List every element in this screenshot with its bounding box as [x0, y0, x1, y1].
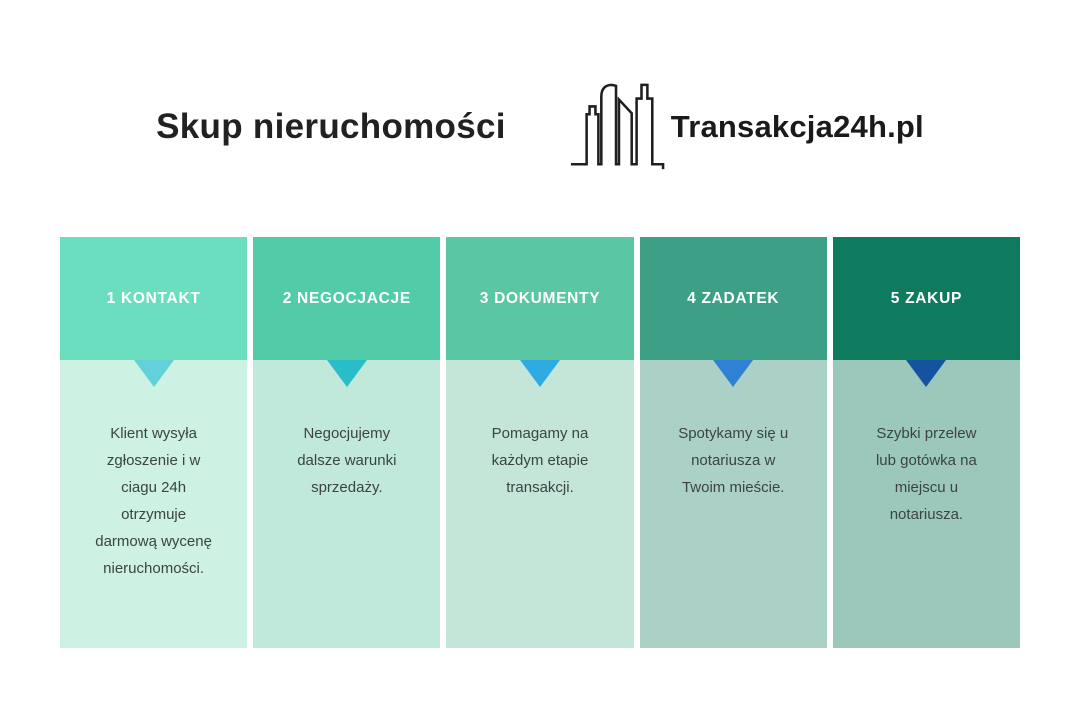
- step-label: 4 ZADATEK: [687, 289, 780, 307]
- step-column-5: 5 ZAKUP Szybki przelew lub gotówka na mi…: [832, 237, 1021, 648]
- step-body: Szybki przelew lub gotówka na miejscu u …: [832, 360, 1021, 648]
- step-description: Szybki przelew lub gotówka na miejscu u …: [875, 425, 977, 523]
- step-header: 2 NEGOCJACJE: [253, 237, 441, 360]
- logo-text: Transakcja24h.pl: [670, 108, 924, 144]
- step-column-3: 3 DOKUMENTY Pomagamy na każdym etapie tr…: [446, 237, 634, 648]
- step-body: Pomagamy na każdym etapie transakcji.: [446, 360, 634, 648]
- page-title: Skup nieruchomości: [156, 106, 506, 146]
- step-description: Negocjujemy dalsze warunki sprzedaży.: [297, 425, 397, 496]
- arrow-down-icon: [520, 360, 560, 387]
- step-header: 5 ZAKUP: [832, 237, 1021, 360]
- step-description: Klient wysyła zgłoszenie i w ciagu 24h o…: [95, 425, 212, 577]
- step-body: Spotykamy się u notariusza w Twoim mieśc…: [639, 360, 827, 648]
- arrow-down-icon: [906, 360, 947, 387]
- step-column-4: 4 ZADATEK Spotykamy się u notariusza w T…: [639, 237, 827, 648]
- step-description: Spotykamy się u notariusza w Twoim mieśc…: [678, 425, 789, 496]
- step-column-1: 1 KONTAKT Klient wysyła zgłoszenie i w c…: [60, 237, 248, 648]
- arrow-down-icon: [133, 360, 174, 387]
- step-label: 5 ZAKUP: [890, 289, 963, 307]
- step-label: 1 KONTAKT: [106, 289, 201, 307]
- logo: Transakcja24h.pl: [568, 83, 924, 171]
- arrow-down-icon: [713, 360, 754, 387]
- step-header: 1 KONTAKT: [60, 237, 248, 360]
- header: Skup nieruchomości Transakcja24h.pl: [0, 0, 1080, 237]
- step-description: Pomagamy na każdym etapie transakcji.: [491, 425, 589, 496]
- arrow-down-icon: [326, 360, 367, 387]
- steps-row: 1 KONTAKT Klient wysyła zgłoszenie i w c…: [60, 237, 1021, 648]
- step-label: 3 DOKUMENTY: [479, 289, 601, 307]
- step-body: Negocjujemy dalsze warunki sprzedaży.: [253, 360, 441, 648]
- step-body: Klient wysyła zgłoszenie i w ciagu 24h o…: [60, 360, 248, 648]
- step-header: 4 ZADATEK: [639, 237, 827, 360]
- step-column-2: 2 NEGOCJACJE Negocjujemy dalsze warunki …: [253, 237, 441, 648]
- step-label: 2 NEGOCJACJE: [282, 289, 411, 307]
- city-skyline-icon: [568, 83, 666, 171]
- step-header: 3 DOKUMENTY: [446, 237, 634, 360]
